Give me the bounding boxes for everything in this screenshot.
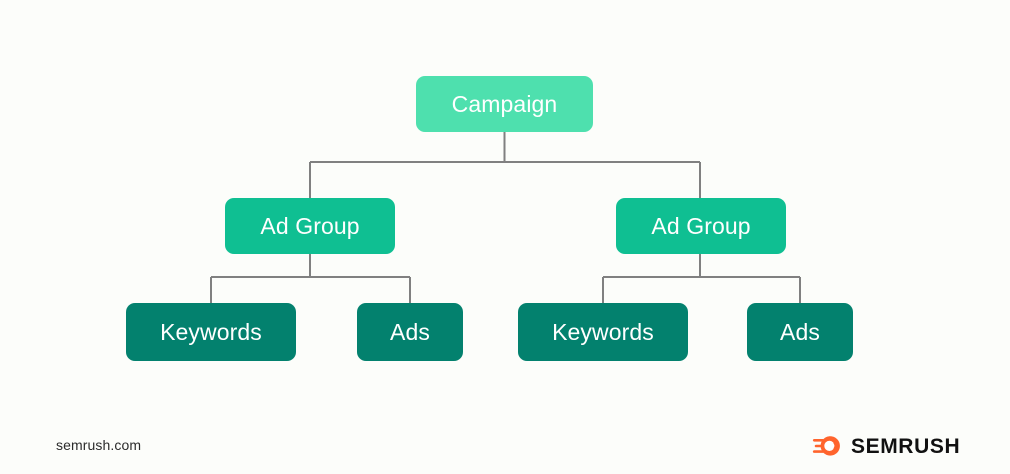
node-ads-right-label: Ads [780, 318, 820, 345]
node-ad-group-left: Ad Group [225, 198, 395, 254]
footer-url: semrush.com [56, 437, 142, 453]
node-ads-right: Ads [747, 303, 853, 361]
node-keywords-left: Keywords [126, 303, 296, 361]
node-keywords-left-label: Keywords [160, 318, 262, 345]
semrush-wordmark: SEMRUSH [851, 434, 961, 458]
node-keywords-right: Keywords [518, 303, 688, 361]
node-ad-group-right: Ad Group [616, 198, 786, 254]
node-campaign: Campaign [416, 76, 593, 132]
semrush-logo: SEMRUSH [812, 432, 960, 460]
node-ads-left: Ads [357, 303, 463, 361]
semrush-comet-icon [812, 436, 840, 456]
node-ad-group-right-label: Ad Group [651, 212, 751, 239]
node-keywords-right-label: Keywords [552, 318, 654, 345]
node-ads-left-label: Ads [390, 318, 430, 345]
node-campaign-label: Campaign [451, 90, 558, 117]
node-ad-group-left-label: Ad Group [260, 212, 360, 239]
